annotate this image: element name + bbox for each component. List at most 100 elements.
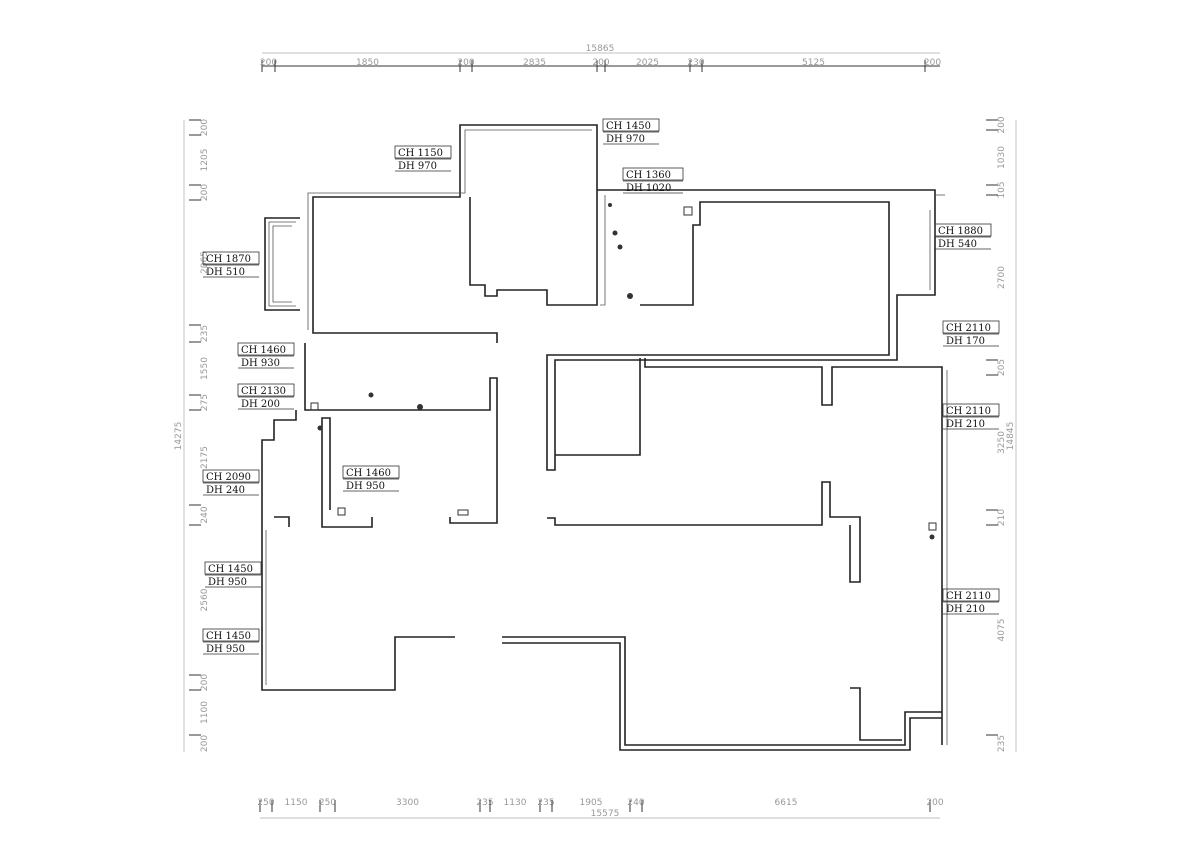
dimension-label: 2700 (997, 266, 1007, 289)
light-fixture-icon (417, 404, 423, 410)
ceiling-height-label: CH 2110 (946, 406, 991, 417)
socket-icon (683, 206, 693, 216)
left-dimension-line: 14275 2001205200206523515502752175240256… (174, 119, 210, 752)
door-height-label: DH 200 (241, 399, 280, 410)
door-height-label: DH 170 (946, 336, 985, 347)
ceiling-height-label: CH 1460 (346, 468, 391, 479)
light-fixture-icon (627, 293, 633, 299)
top-total-dimension: 15865 (586, 44, 615, 54)
dimension-label: 1850 (356, 58, 379, 68)
light-fixture-icon (368, 392, 374, 398)
dimension-label: 235 (476, 798, 493, 808)
socket-icon (928, 522, 937, 531)
dimension-label: 200 (260, 58, 277, 68)
ceiling-height-label: CH 1880 (938, 226, 983, 237)
height-tag: CH 2130 DH 200 (237, 383, 295, 410)
dimension-label: 1030 (997, 146, 1007, 169)
door-height-label: DH 210 (946, 604, 985, 615)
light-fixture-icon (612, 230, 618, 236)
dimension-label: 210 (997, 509, 1007, 526)
light-fixture-icon (317, 425, 323, 431)
right-total-dimension: 14845 (1006, 422, 1016, 451)
ceiling-height-label: CH 1450 (606, 121, 651, 132)
door-height-label: DH 950 (346, 481, 385, 492)
dimension-label: 2560 (200, 588, 210, 611)
dimension-label: 2175 (200, 446, 210, 469)
height-tag: CH 1870 DH 510 (202, 251, 260, 278)
height-tag: CH 2090 DH 240 (202, 469, 260, 496)
height-tag: CH 1460 DH 950 (342, 465, 400, 492)
light-fixture-icon (617, 244, 623, 250)
height-tag: CH 1450 DH 950 (204, 561, 262, 588)
dimension-label: 6615 (775, 798, 798, 808)
height-tag: CH 1450 DH 950 (202, 628, 260, 655)
door-height-label: DH 210 (946, 419, 985, 430)
dimension-label: 200 (926, 798, 943, 808)
walls (261, 124, 948, 751)
door-height-label: DH 510 (206, 267, 245, 278)
door-height-label: DH 950 (206, 644, 245, 655)
door-height-label: DH 930 (241, 358, 280, 369)
dimension-label: 200 (457, 58, 474, 68)
dimension-label: 240 (627, 798, 644, 808)
ceiling-height-label: CH 2110 (946, 591, 991, 602)
door-height-label: DH 1020 (626, 183, 671, 194)
dimension-label: 1150 (285, 798, 308, 808)
height-tag: CH 2110 DH 210 (942, 403, 1000, 430)
dimension-label: 240 (200, 506, 210, 523)
dimension-label: 1905 (580, 798, 603, 808)
dimension-label: 235 (537, 798, 554, 808)
light-fixture-icon (608, 203, 612, 207)
ceiling-height-label: CH 2090 (206, 472, 251, 483)
ceiling-height-label: CH 2130 (241, 386, 286, 397)
dimension-label: 200 (200, 735, 210, 752)
dimension-label: 2025 (636, 58, 659, 68)
door-height-label: DH 950 (208, 577, 247, 588)
dimension-label: 200 (200, 674, 210, 691)
height-tag: CH 2110 DH 210 (942, 588, 1000, 615)
door-height-label: DH 540 (938, 239, 977, 250)
dimension-label: 235 (200, 325, 210, 342)
dimension-label: 200 (592, 58, 609, 68)
height-tag: CH 1360 DH 1020 (622, 167, 684, 194)
socket-icon (337, 507, 346, 516)
dimension-label: 230 (687, 58, 704, 68)
dimension-label: 2835 (523, 58, 546, 68)
dimension-label: 1130 (504, 798, 527, 808)
dimension-label: 250 (257, 798, 274, 808)
dimension-label: 1550 (200, 357, 210, 380)
dimension-label: 3250 (997, 431, 1007, 454)
height-tag: CH 1150 DH 970 (394, 145, 452, 172)
dimension-label: 105 (997, 181, 1007, 198)
dimension-label: 1205 (200, 149, 210, 172)
dimension-label: 2065 (200, 251, 210, 274)
dimension-label: 4075 (997, 619, 1007, 642)
door-height-label: DH 240 (206, 485, 245, 496)
vent-icon (457, 509, 469, 516)
socket-icon (310, 402, 319, 411)
ceiling-height-label: CH 1360 (626, 170, 671, 181)
ceiling-height-label: CH 1150 (398, 148, 443, 159)
bottom-total-dimension: 15575 (591, 809, 620, 819)
left-total-dimension: 14275 (174, 422, 184, 451)
dimension-label: 1100 (200, 701, 210, 724)
ceiling-height-label: CH 2110 (946, 323, 991, 334)
light-fixture-icon (929, 534, 935, 540)
dimension-label: 250 (319, 798, 336, 808)
door-height-label: DH 970 (398, 161, 437, 172)
dimension-label: 200 (200, 184, 210, 201)
ceiling-height-label: CH 1870 (206, 254, 251, 265)
dimension-label: 200 (924, 58, 941, 68)
height-tag: CH 2110 DH 170 (942, 320, 1000, 347)
ceiling-height-label: CH 1450 (208, 564, 253, 575)
dimension-label: 235 (997, 735, 1007, 752)
ceiling-height-label: CH 1450 (206, 631, 251, 642)
dimension-label: 200 (997, 116, 1007, 133)
